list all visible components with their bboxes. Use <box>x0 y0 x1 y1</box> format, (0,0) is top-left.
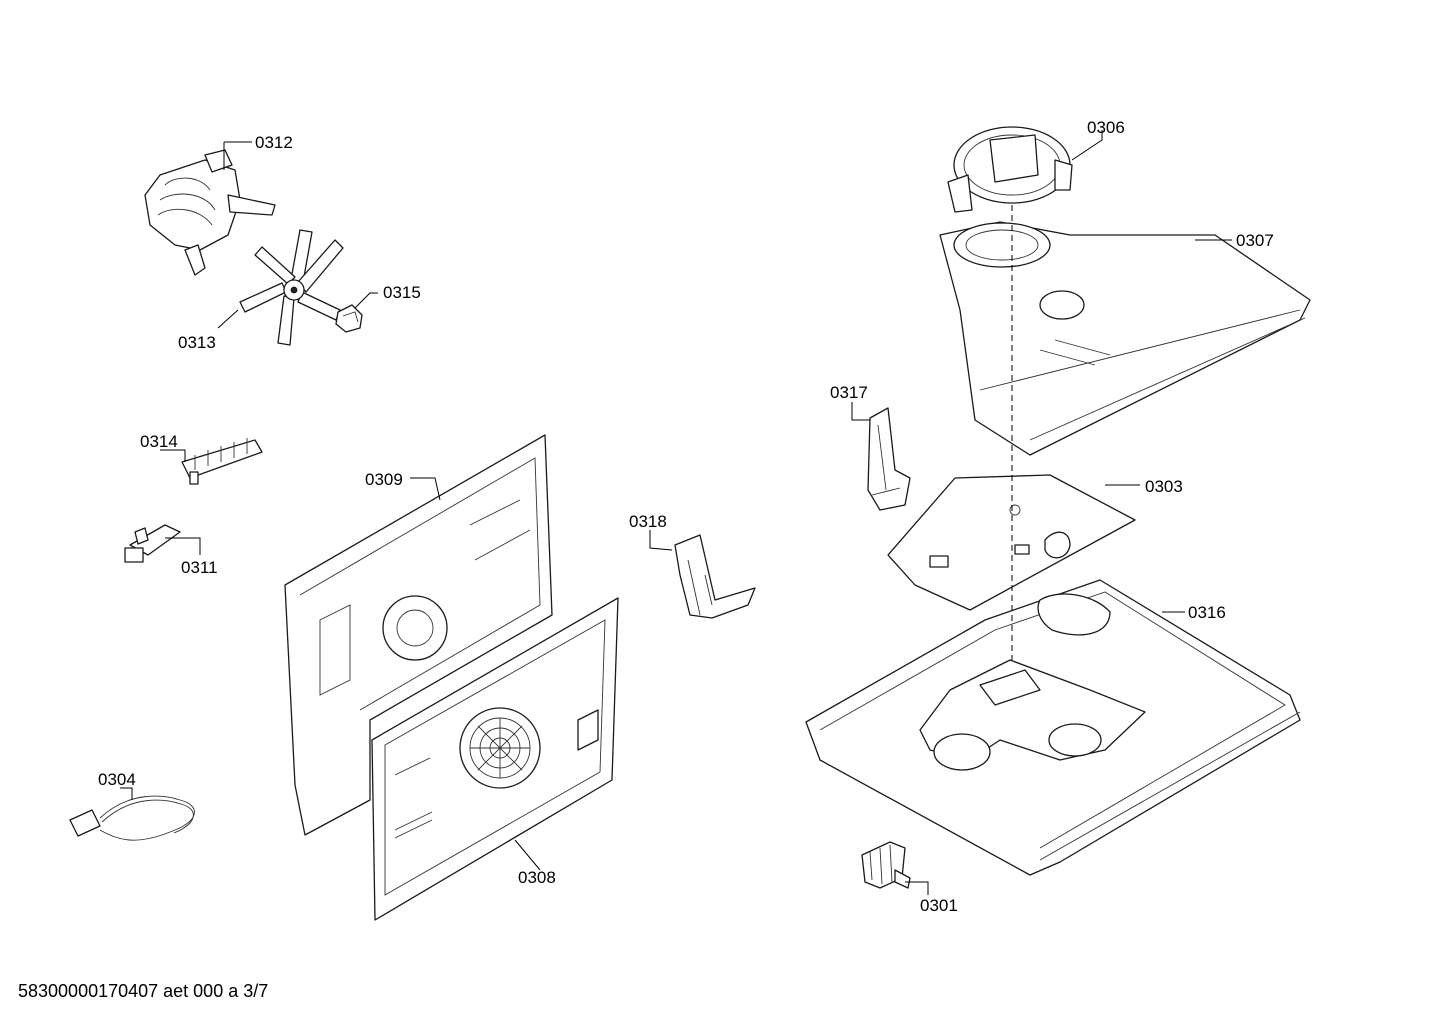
label-0317: 0317 <box>830 383 868 402</box>
document-id: 58300000170407 aet 000 a 3/7 <box>18 981 269 1001</box>
part-0318-bracket[interactable] <box>674 534 756 619</box>
label-0304: 0304 <box>98 770 136 789</box>
label-0306: 0306 <box>1087 118 1125 137</box>
label-0315: 0315 <box>383 283 421 302</box>
part-0313-fan-blade[interactable] <box>239 229 344 346</box>
part-0317-bracket[interactable] <box>867 407 911 511</box>
label-0316: 0316 <box>1188 603 1226 622</box>
part-0314-terminal-block[interactable] <box>181 438 263 485</box>
part-0304-mains-cable[interactable] <box>69 795 195 841</box>
part-0306-fan-wheel[interactable] <box>947 126 1073 213</box>
part-0308-fan-cover[interactable] <box>371 597 619 921</box>
label-0301: 0301 <box>920 896 958 915</box>
label-0303: 0303 <box>1145 477 1183 496</box>
label-0312: 0312 <box>255 133 293 152</box>
label-0314: 0314 <box>140 432 178 451</box>
part-0312-fan-motor[interactable] <box>144 149 276 276</box>
label-0318: 0318 <box>629 512 667 531</box>
part-0303-plate[interactable] <box>887 474 1136 611</box>
part-0311-switch[interactable] <box>124 524 181 563</box>
label-0311: 0311 <box>181 558 218 577</box>
label-0313: 0313 <box>178 333 216 352</box>
label-0308: 0308 <box>518 868 556 887</box>
part-0309-back-panel[interactable] <box>284 434 553 836</box>
part-0307-fan-housing[interactable] <box>939 221 1311 456</box>
part-0316-base-tray[interactable] <box>805 579 1301 876</box>
label-0309: 0309 <box>365 470 403 489</box>
part-0301-connector[interactable] <box>861 841 911 889</box>
part-0315-nut[interactable] <box>335 304 363 333</box>
label-0307: 0307 <box>1236 231 1274 250</box>
